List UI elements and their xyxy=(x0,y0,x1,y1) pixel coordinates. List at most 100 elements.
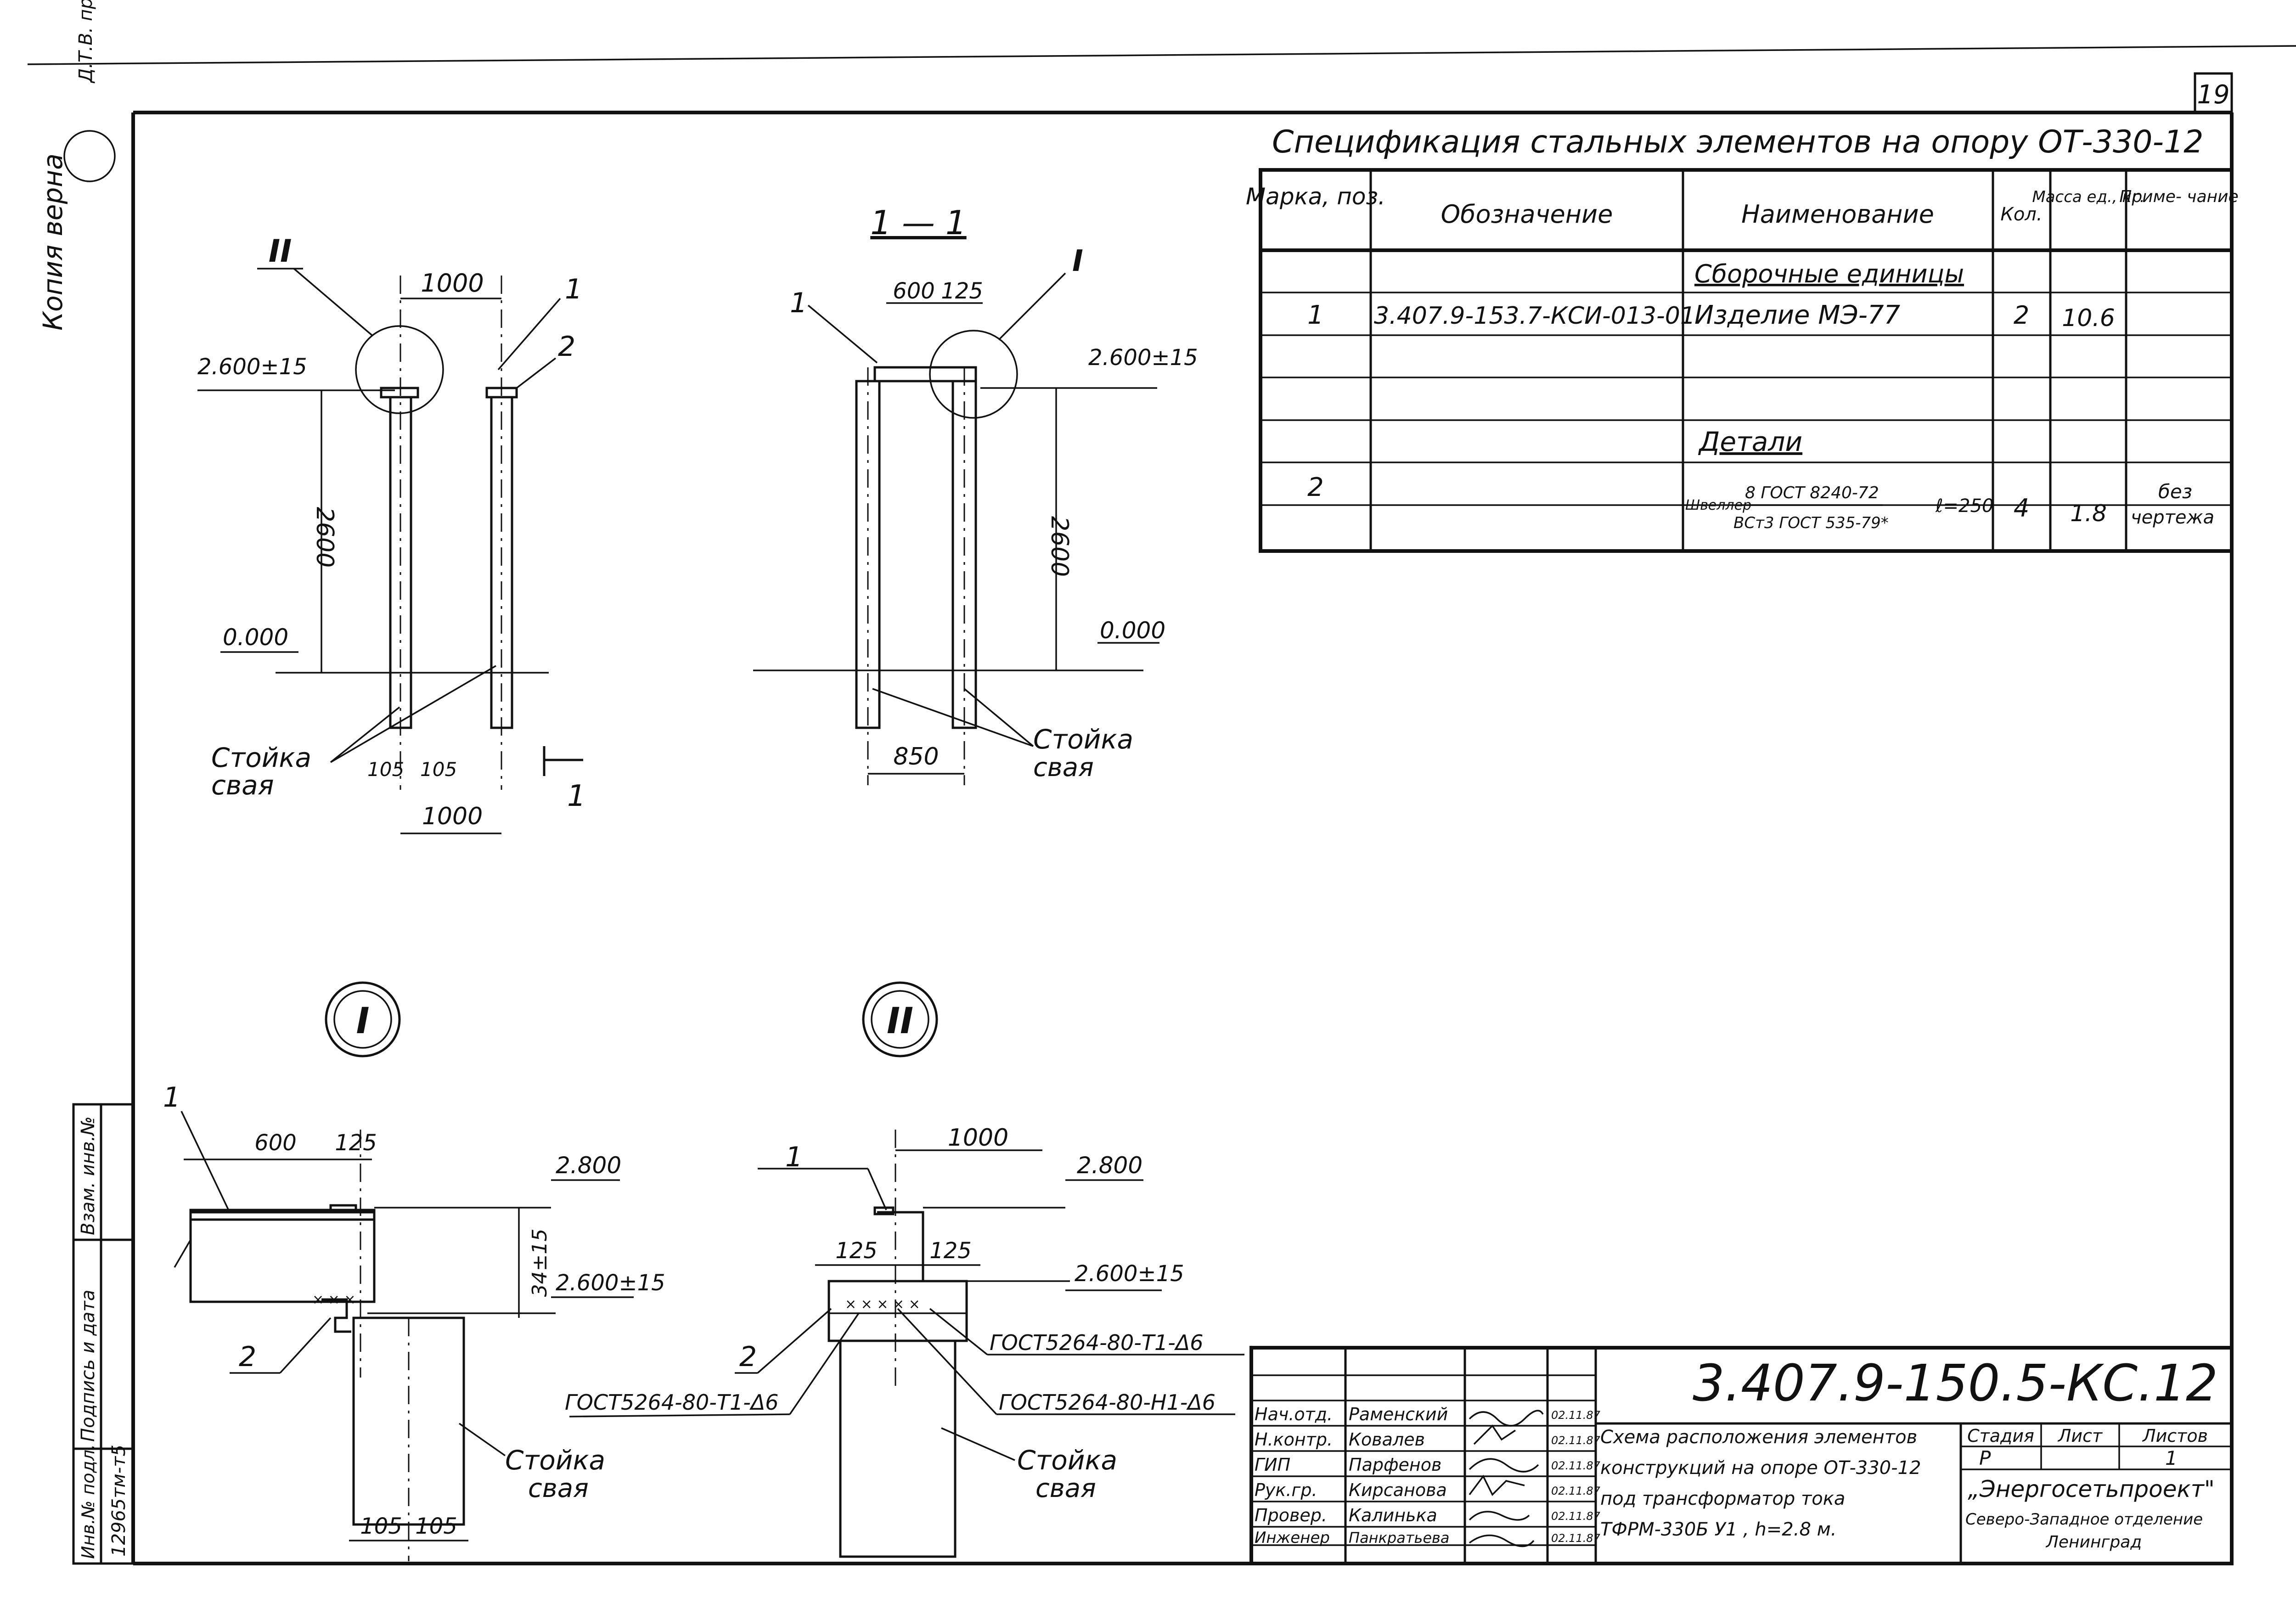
tb-date-3: 02.11.87 xyxy=(1551,1485,1601,1497)
di-dim-105a: 105 xyxy=(360,1513,402,1539)
tb-name-1: Ковалев xyxy=(1349,1429,1425,1450)
row2-note-1: без xyxy=(2158,480,2192,503)
fv-label-2: свая xyxy=(211,770,274,801)
fv-dim-bottom: 1000 xyxy=(422,803,483,830)
tb-org-2: Северо-Западное отделение xyxy=(1965,1510,2203,1529)
row1-designation: 3.407.9-153.7-КСИ-013-01 xyxy=(1374,302,1695,330)
detail-i: I 1 600 125 × × × 2.800 34±15 2.600±15 1… xyxy=(163,981,665,1561)
row1-qty: 2 xyxy=(2014,301,2029,330)
tb-date-5: 02.11.87 xyxy=(1551,1532,1601,1545)
tb-date-0: 02.11.87 xyxy=(1551,1409,1601,1422)
group-details: Детали xyxy=(1698,426,1802,457)
sv-mark1: 1 xyxy=(790,287,807,319)
hdr-qty: Кол. xyxy=(2000,204,2042,225)
hdr-name: Наименование xyxy=(1741,200,1934,229)
di-mark2: 2 xyxy=(239,1341,256,1373)
detail-ii: II 1000 1 2.800 125 125 × × × × × 2.600±… xyxy=(565,981,1244,1558)
sv-label-2: свая xyxy=(1033,753,1094,782)
fv-elev-top: 2.600±15 xyxy=(197,354,307,380)
dii-elev-high: 2.800 xyxy=(1077,1152,1142,1179)
tb-date-4: 02.11.87 xyxy=(1551,1510,1601,1523)
dii-elev-low: 2.600±15 xyxy=(1075,1261,1184,1287)
dii-weld2: ГОСТ5264-80-Н1-Δ6 xyxy=(999,1390,1216,1415)
tb-stage-value: Р xyxy=(1979,1447,1991,1469)
tb-name-3: Кирсанова xyxy=(1349,1480,1447,1500)
tb-role-1: Н.контр. xyxy=(1255,1429,1333,1450)
spec-title: Спецификация стальных элементов на опору… xyxy=(1272,124,2204,160)
stamp-sign-date: Подпись и дата xyxy=(78,1290,99,1442)
fv-callout: II xyxy=(269,233,292,270)
tb-desc-2: под трансформатор тока xyxy=(1600,1488,1845,1509)
di-circle-label: I xyxy=(356,1001,369,1042)
di-elev-low: 2.600±15 xyxy=(556,1270,665,1296)
hdr-mass: Масса ед., кг. xyxy=(2032,188,2144,206)
tb-org-3: Ленинград xyxy=(2045,1533,2142,1552)
tb-name-4: Калинька xyxy=(1349,1505,1437,1525)
row2-note-2: чертежа xyxy=(2131,507,2214,528)
dii-dim-125a: 125 xyxy=(835,1238,878,1264)
row2-mark: 2 xyxy=(1307,472,1324,502)
stamp-text: Д.Т.В. про пра xyxy=(75,0,96,84)
row2-qty: 4 xyxy=(2014,494,2029,523)
spec-table: Спецификация стальных элементов на опору… xyxy=(1246,124,2239,553)
dii-label-1: Стойка xyxy=(1017,1445,1117,1476)
tb-desc-1: конструкций на опоре ОТ-330-12 xyxy=(1600,1457,1921,1479)
di-label-1: Стойка xyxy=(505,1445,605,1476)
hdr-mark: Марка, поз. xyxy=(1246,183,1385,210)
dii-weld3: ГОСТ5264-80-Т1-Δ6 xyxy=(990,1330,1204,1355)
copy-stamp-text: Копия верна xyxy=(37,153,68,331)
fv-dim-top: 1000 xyxy=(421,269,484,298)
tb-sheets-value: 1 xyxy=(2165,1447,2178,1469)
tb-desc-0: Схема расположения элементов xyxy=(1600,1427,1917,1448)
tb-role-4: Провер. xyxy=(1255,1505,1327,1525)
row1-mass: 10.6 xyxy=(2062,304,2115,332)
tb-role-5: Инженер xyxy=(1255,1529,1330,1547)
dii-welds: × × × × × xyxy=(845,1296,920,1312)
stamp-inv-replace: Взам. инв.№ xyxy=(78,1116,99,1235)
tb-name-5: Панкратьева xyxy=(1349,1529,1450,1547)
front-view: 1000 II 1 2 2.600±15 2600 0.000 Стойка с… xyxy=(197,233,586,834)
section-view: 1 — 1 600 125 I 1 2.600±15 2600 0.000 85… xyxy=(753,203,1198,785)
side-stamp: Взам. инв.№ Подпись и дата Инв.№ подл. 1… xyxy=(72,1103,135,1565)
dii-dim-125b: 125 xyxy=(929,1238,972,1264)
sv-callout: I xyxy=(1072,244,1083,278)
fv-label-1: Стойка xyxy=(211,742,311,773)
sheet-number-box: 19 xyxy=(2194,72,2233,114)
dii-circle-label: II xyxy=(887,1001,913,1042)
di-tolerance: 34±15 xyxy=(528,1229,551,1297)
tb-name-0: Раменский xyxy=(1349,1404,1448,1424)
di-mark1: 1 xyxy=(163,1081,180,1114)
dii-weld1: ГОСТ5264-80-Т1-Δ6 xyxy=(565,1390,779,1415)
title-block: 3.407.9-150.5-КС.12 Нач.отд. Н.контр. ГИ… xyxy=(1249,1346,2234,1565)
stamp-inv-original: Инв.№ подл. xyxy=(78,1444,98,1559)
hdr-designation: Обозначение xyxy=(1441,200,1613,229)
row2-mass: 1.8 xyxy=(2070,500,2107,527)
tb-role-0: Нач.отд. xyxy=(1255,1404,1333,1424)
fv-mark1: 1 xyxy=(565,273,582,305)
stamp-inv-number: 12965тм-т5 xyxy=(108,1445,129,1557)
tb-desc-3: ТФРМ-330Б У1 , h=2.8 м. xyxy=(1600,1519,1837,1540)
tb-stage-label: Стадия xyxy=(1967,1426,2034,1446)
dii-mark2: 2 xyxy=(739,1341,757,1373)
di-label-2: свая xyxy=(528,1474,589,1503)
sheet-number: 19 xyxy=(2197,80,2229,110)
fv-section-mark: 1 xyxy=(567,779,586,813)
hdr-note: Приме- чание xyxy=(2119,187,2238,206)
group-assemblies: Сборочные единицы xyxy=(1694,259,1964,288)
tb-role-3: Рук.гр. xyxy=(1255,1480,1317,1500)
tb-org-1: „Энергосетьпроект" xyxy=(1968,1476,2215,1502)
sv-label-1: Стойка xyxy=(1033,724,1133,755)
di-dim-600: 600 xyxy=(254,1130,297,1156)
row1-name: Изделие МЭ-77 xyxy=(1694,300,1901,330)
fv-mark2: 2 xyxy=(558,331,575,363)
sv-height: 2600 xyxy=(1046,516,1073,577)
tb-signatures xyxy=(1469,1410,1544,1547)
tb-code: 3.407.9-150.5-КС.12 xyxy=(1693,1354,2218,1412)
tb-date-1: 02.11.87 xyxy=(1551,1434,1601,1447)
sv-title: 1 — 1 xyxy=(870,203,966,242)
tb-date-2: 02.11.87 xyxy=(1551,1459,1601,1472)
fv-dim-105b: 105 xyxy=(420,758,457,781)
di-elev-high: 2.800 xyxy=(556,1152,621,1179)
dii-label-2: свая xyxy=(1035,1474,1096,1503)
di-dim-105b: 105 xyxy=(415,1513,457,1539)
